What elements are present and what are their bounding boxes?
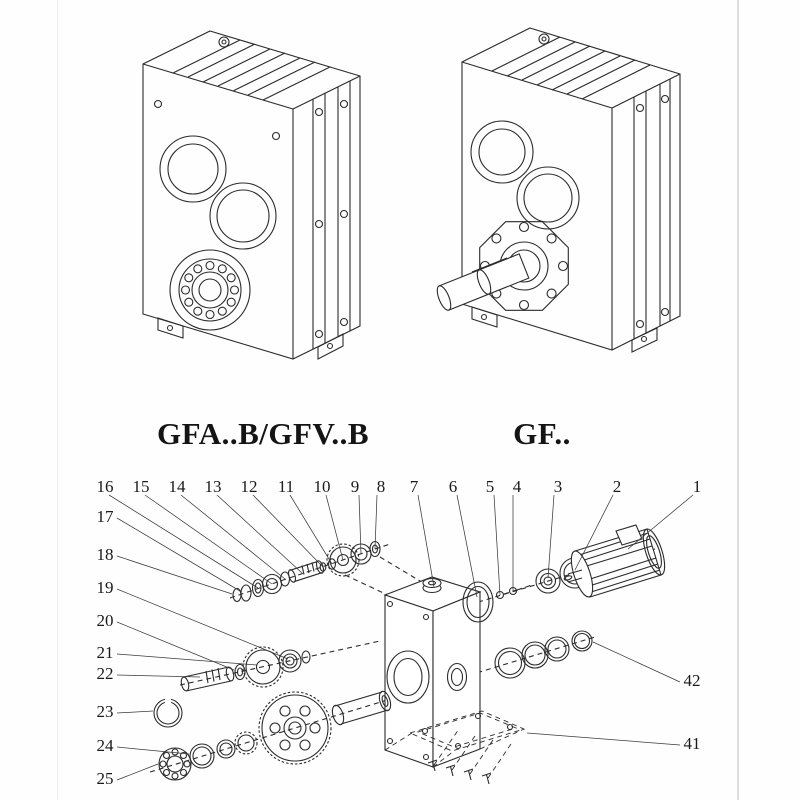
leader-line-14 bbox=[180, 494, 286, 580]
leader-line-13 bbox=[216, 494, 303, 574]
leader-line-20 bbox=[116, 621, 235, 671]
part-number-21: 21 bbox=[97, 643, 114, 662]
output-shaft bbox=[436, 253, 530, 311]
gearbox-drawing-gfab bbox=[142, 30, 361, 360]
feet bbox=[157, 317, 344, 360]
gear-housing bbox=[383, 576, 482, 768]
bottom-cover bbox=[384, 710, 526, 768]
top-ribs bbox=[172, 39, 331, 101]
leader-line-25 bbox=[116, 763, 159, 781]
page-edge-line-right bbox=[737, 0, 739, 800]
exploded-parts-diagram: 1615141312111098765432117181920212223242… bbox=[97, 477, 702, 788]
leader-line-1 bbox=[627, 494, 694, 550]
part-number-25: 25 bbox=[97, 769, 114, 788]
part-number-19: 19 bbox=[97, 578, 114, 597]
output-covers-and-rings bbox=[494, 630, 593, 679]
leader-line-10 bbox=[325, 494, 344, 561]
part-number-1: 1 bbox=[693, 477, 702, 496]
housing-outline bbox=[461, 27, 681, 351]
model-label-right: GF.. bbox=[513, 416, 571, 451]
leader-line-17 bbox=[116, 517, 241, 592]
part-number-7: 7 bbox=[410, 477, 419, 496]
input-bores bbox=[153, 99, 281, 250]
part-number-14: 14 bbox=[169, 477, 187, 496]
leader-line-7 bbox=[417, 494, 435, 588]
housing-outline bbox=[142, 30, 361, 360]
leader-line-23 bbox=[116, 710, 154, 714]
part-number-24: 24 bbox=[97, 736, 115, 755]
part-number-2: 2 bbox=[613, 477, 622, 496]
leader-line-18 bbox=[116, 555, 233, 595]
part-number-6: 6 bbox=[449, 477, 458, 496]
part-number-8: 8 bbox=[377, 477, 386, 496]
part-number-13: 13 bbox=[205, 477, 222, 496]
leader-line-16 bbox=[108, 494, 259, 589]
leader-line-5 bbox=[493, 494, 501, 596]
intermediate-gear-parts bbox=[180, 646, 311, 692]
leader-line-11 bbox=[289, 494, 333, 565]
leader-line-8 bbox=[374, 494, 378, 550]
part-number-42: 42 bbox=[684, 671, 701, 690]
part-number-15: 15 bbox=[133, 477, 150, 496]
eyebolt-hole bbox=[218, 36, 230, 48]
eyebolt-hole bbox=[538, 33, 550, 45]
part-number-12: 12 bbox=[241, 477, 258, 496]
part-number-16: 16 bbox=[97, 477, 114, 496]
part-number-11: 11 bbox=[278, 477, 294, 496]
part-number-17: 17 bbox=[97, 507, 115, 526]
leader-line-41 bbox=[526, 732, 681, 746]
part-number-41: 41 bbox=[684, 734, 701, 753]
page-edge-line-left bbox=[57, 0, 58, 800]
leader-line-15 bbox=[144, 494, 273, 585]
part-number-18: 18 bbox=[97, 545, 114, 564]
leader-line-9 bbox=[358, 494, 362, 555]
part-number-10: 10 bbox=[314, 477, 331, 496]
output-bearing bbox=[169, 249, 251, 331]
leader-line-22 bbox=[116, 674, 201, 678]
part-number-3: 3 bbox=[554, 477, 563, 496]
mounting-rails bbox=[312, 81, 351, 349]
part-number-5: 5 bbox=[486, 477, 495, 496]
input-shaft-parts bbox=[232, 540, 381, 603]
top-ribs bbox=[491, 36, 651, 100]
gearbox-drawing-gf bbox=[436, 27, 681, 353]
leader-line-42 bbox=[592, 641, 681, 683]
leader-line-2 bbox=[574, 494, 614, 571]
part-number-4: 4 bbox=[513, 477, 522, 496]
part-number-22: 22 bbox=[97, 664, 114, 683]
model-label-left: GFA..B/GFV..B bbox=[156, 416, 370, 451]
leader-line-24 bbox=[116, 746, 190, 755]
feet bbox=[471, 306, 658, 353]
part-number-9: 9 bbox=[351, 477, 360, 496]
leader-line-21 bbox=[116, 653, 258, 666]
leader-line-6 bbox=[456, 494, 478, 598]
cover-bolts bbox=[427, 728, 514, 785]
leader-line-19 bbox=[116, 588, 289, 660]
input-bores bbox=[470, 120, 580, 230]
input-seals-and-flange bbox=[462, 557, 591, 623]
mounting-rails bbox=[633, 79, 671, 339]
leader-line-3 bbox=[547, 494, 555, 579]
leader-line-12 bbox=[252, 494, 324, 568]
part-number-23: 23 bbox=[97, 702, 114, 721]
motor bbox=[563, 524, 666, 598]
part-number-20: 20 bbox=[97, 611, 114, 630]
